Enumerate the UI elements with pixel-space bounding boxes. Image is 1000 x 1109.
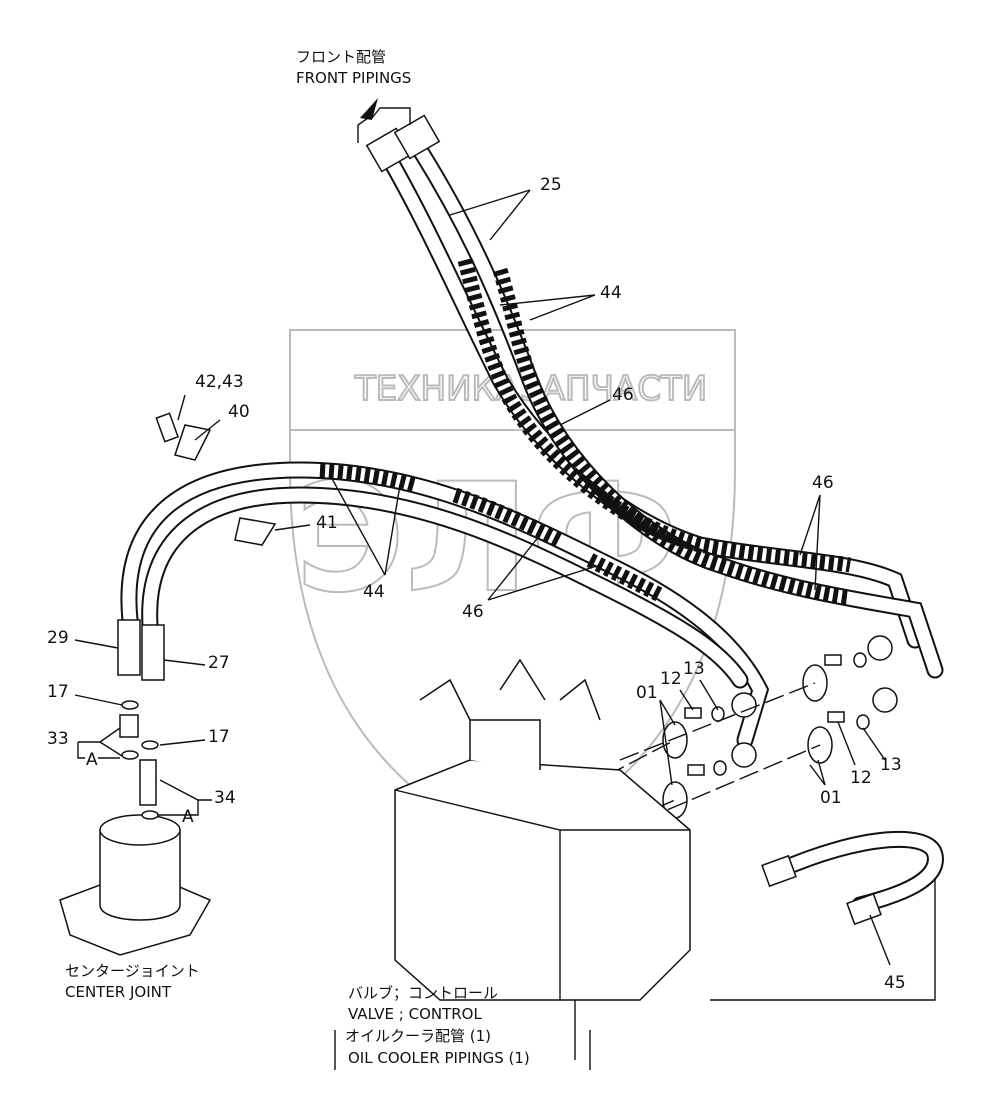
center-joint-en: CENTER JOINT xyxy=(65,983,172,1001)
callout-34: 34 xyxy=(214,788,236,808)
callout-25: 25 xyxy=(540,175,562,195)
watermark-text-2: ЗАПЧАСТИ xyxy=(520,369,707,409)
callout-42-43: 42,43 xyxy=(195,372,244,392)
callout-a: A xyxy=(86,750,98,770)
valve-control-en: VALVE ; CONTROL xyxy=(348,1005,482,1023)
control-valve xyxy=(394,658,936,1060)
callout-12: 12 xyxy=(850,768,872,788)
callout-44: 44 xyxy=(600,283,622,303)
callout-27: 27 xyxy=(208,653,230,673)
callout-12: 12 xyxy=(660,669,682,689)
callout-29: 29 xyxy=(47,628,69,648)
front-pipings-jp: フロント配管 xyxy=(296,48,386,66)
callout-13: 13 xyxy=(683,659,705,679)
callout-45: 45 xyxy=(884,973,906,993)
callout-01: 01 xyxy=(820,788,842,808)
center-hoses xyxy=(117,461,898,768)
front-pipings-en: FRONT PIPINGS xyxy=(296,69,411,87)
callout-33: 33 xyxy=(47,729,69,749)
front-hoses xyxy=(357,98,944,679)
center-joint xyxy=(59,700,212,956)
oil-cooler-pipings-jp: オイルクーラ配管 (1) xyxy=(345,1027,491,1045)
callout-41: 41 xyxy=(316,513,338,533)
callout-17: 17 xyxy=(47,682,69,702)
callout-46: 46 xyxy=(812,473,834,493)
callout-46: 46 xyxy=(462,602,484,622)
callout-40: 40 xyxy=(228,402,250,422)
oil-cooler-pipings-en: OIL COOLER PIPINGS (1) xyxy=(348,1049,530,1067)
callout-46: 46 xyxy=(612,385,634,405)
arrow-icon xyxy=(360,98,378,120)
callout-13: 13 xyxy=(880,755,902,775)
clamp-parts xyxy=(155,412,944,926)
captions: フロント配管 FRONT PIPINGS センタージョイント CENTER JO… xyxy=(65,48,530,1067)
callout-01: 01 xyxy=(636,683,658,703)
callouts: 25 44 46 46 42,43 40 41 44 46 29 27 17 1… xyxy=(47,175,906,993)
leader-lines xyxy=(74,189,891,1070)
callout-a: A xyxy=(182,807,194,827)
callout-44: 44 xyxy=(363,582,385,602)
center-joint-jp: センタージョイント xyxy=(65,962,200,980)
callout-17: 17 xyxy=(208,727,230,747)
valve-control-jp: バルブ；コントロール xyxy=(348,984,498,1002)
